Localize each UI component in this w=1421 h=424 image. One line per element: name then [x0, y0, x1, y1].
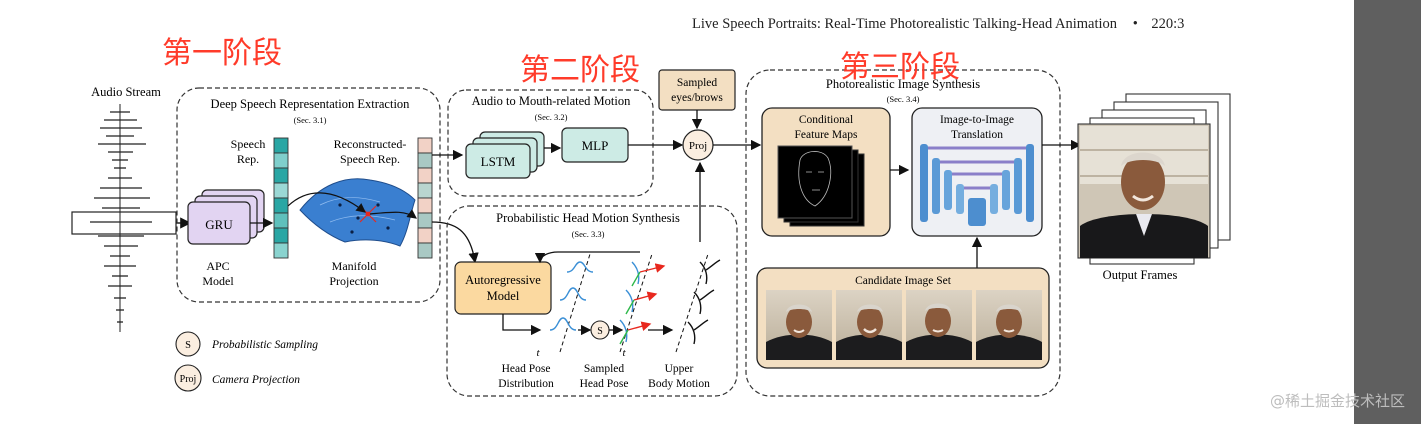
running-header: Live Speech Portraits: Real-Time Photore… [692, 16, 1184, 33]
image-translation-label-2: Translation [951, 129, 1003, 141]
legend-proj-symbol-text: Proj [180, 374, 197, 385]
upper-body-label-1: Upper [665, 363, 694, 375]
page-number: 220:3 [1151, 16, 1185, 32]
header-bullet: • [1132, 16, 1138, 32]
output-frames-label: Output Frames [1103, 268, 1178, 282]
mouth-motion-sec: (Sec. 3.2) [535, 112, 568, 122]
vertical-scrollbar[interactable] [1354, 0, 1421, 424]
t-axis-label-1: t [536, 347, 540, 359]
deep-speech-title: Deep Speech Representation Extraction [211, 97, 411, 111]
feature-map-stack [777, 145, 865, 227]
reconstructed-label-2: Speech Rep. [340, 152, 400, 166]
watermark: @稀土掘金技术社区 [1269, 392, 1405, 410]
gru-label: GRU [205, 217, 233, 232]
manifold-label-1: Manifold [332, 259, 377, 273]
sampled-eyes-label-2: eyes/brows [671, 92, 723, 104]
output-frames-stack [1077, 93, 1231, 265]
autoregressive-label-1: Autoregressive [465, 273, 541, 287]
speech-rep-label-1: Speech [231, 137, 266, 151]
mouth-motion-box [447, 89, 654, 197]
apc-label-2: Model [202, 274, 234, 288]
sampled-eyes-box [658, 69, 736, 111]
legend-sampling-symbol-text: S [185, 340, 191, 351]
deep-speech-sec: (Sec. 3.1) [294, 115, 327, 125]
candidate-thumbnails [766, 290, 1042, 360]
sampled-head-pose-label-2: Head Pose [580, 378, 629, 390]
deep-speech-box [176, 87, 441, 303]
lstm-label: LSTM [481, 154, 516, 169]
feature-maps-label-2: Feature Maps [795, 129, 858, 141]
stage-2-label: 第二阶段 [520, 53, 640, 88]
legend-sampling-label: Probabilistic Sampling [211, 339, 318, 351]
audio-window [71, 211, 177, 235]
pipeline-diagram: Audio Stream Deep Speech Representation … [71, 69, 1231, 397]
lstm-block: LSTM [465, 131, 545, 179]
image-translation-label-1: Image-to-Image [940, 114, 1014, 126]
audio-stream-label: Audio Stream [91, 85, 161, 99]
synthesis-box [745, 69, 1061, 397]
legend: S Probabilistic Sampling Proj Camera Pro… [174, 331, 318, 392]
mlp-label: MLP [582, 138, 609, 153]
sampled-head-pose [619, 253, 666, 353]
reconstructed-label-1: Reconstructed- [334, 137, 407, 151]
mouth-motion-title: Audio to Mouth-related Motion [472, 94, 631, 108]
sampling-node-label: S [597, 326, 603, 337]
sampled-eyes-label-1: Sampled [677, 77, 717, 89]
synthesis-sec: (Sec. 3.4) [887, 94, 920, 104]
autoregressive-label-2: Model [487, 289, 520, 303]
head-motion-box [446, 205, 738, 397]
sampled-head-pose-label-1: Sampled [584, 363, 624, 375]
legend-sampling-symbol [175, 331, 201, 357]
apc-label-1: APC [206, 259, 229, 273]
synthesis-title: Photorealistic Image Synthesis [826, 77, 980, 91]
speech-rep-label-2: Rep. [237, 152, 259, 166]
manifold-label-2: Projection [329, 274, 378, 288]
legend-proj-symbol [174, 364, 202, 392]
t-axis-label-2: t [622, 347, 626, 359]
head-motion-title: Probabilistic Head Motion Synthesis [496, 211, 680, 225]
proj-node-label: Proj [689, 140, 707, 152]
audio-waveform [90, 104, 152, 332]
feature-maps-label-1: Conditional [799, 114, 853, 126]
head-pose-dist-label-1: Head Pose [502, 363, 551, 375]
head-pose-distribution [549, 253, 594, 353]
reconstructed-rep-column [417, 137, 433, 259]
paper-title: Live Speech Portraits: Real-Time Photore… [692, 16, 1118, 32]
head-motion-sec: (Sec. 3.3) [572, 229, 605, 239]
stage-1-label: 第一阶段 [162, 36, 282, 71]
head-pose-dist-label-2: Distribution [498, 378, 554, 390]
upper-body-motion [675, 253, 721, 353]
upper-body-label-2: Body Motion [648, 378, 710, 390]
candidate-image-set-label: Candidate Image Set [855, 275, 952, 287]
stage-3-label: 第三阶段 [840, 50, 960, 85]
unet-diagram [920, 144, 1034, 226]
speech-rep-column [273, 137, 289, 259]
legend-proj-label: Camera Projection [212, 374, 300, 386]
autoregressive-block [454, 261, 552, 315]
gru-block: GRU [187, 189, 265, 245]
